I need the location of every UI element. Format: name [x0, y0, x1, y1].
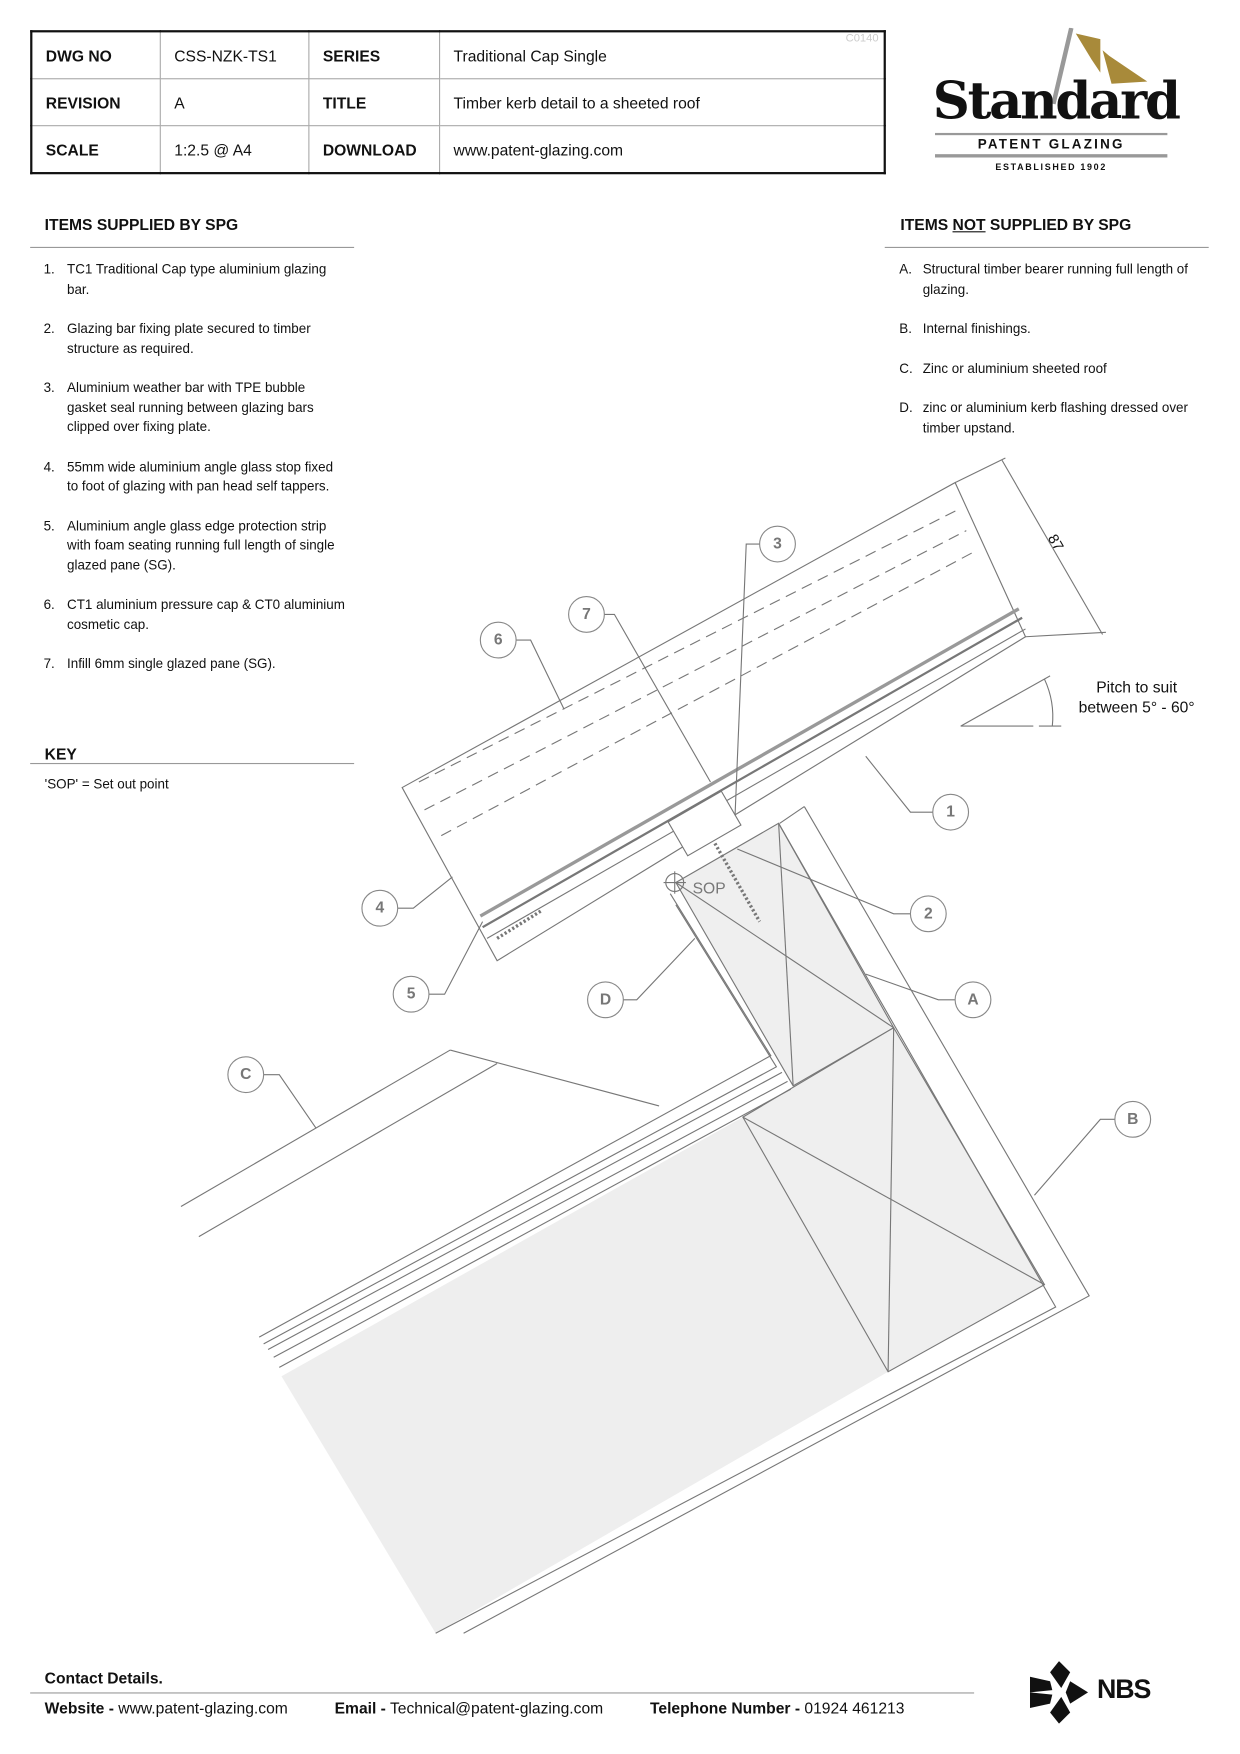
pitch-indicator [960, 675, 1062, 727]
callout-3 [759, 525, 796, 563]
phone-number: 01924 461213 [804, 1699, 905, 1717]
supplied-list: 1.TC1 Traditional Cap type aluminium gla… [44, 260, 346, 694]
nbs-text: NBS [1096, 1674, 1151, 1705]
sheet-code: C0140 [845, 32, 879, 45]
value: Timber kerb detail to a sheeted roof [439, 78, 886, 127]
label: REVISION [30, 78, 161, 127]
supplied-heading: ITEMS SUPPLIED BY SPG [44, 215, 239, 234]
label: SCALE [30, 125, 161, 174]
callout-4 [361, 889, 399, 927]
logo-name: Standard [932, 70, 1181, 131]
callout-label-a: A [967, 989, 979, 1008]
kerb-flashing [258, 893, 792, 1368]
roof-fill [281, 1117, 889, 1634]
callout-7 [568, 595, 605, 633]
nbs-icon [1029, 1661, 1089, 1724]
callout-label-b: B [1127, 1109, 1139, 1128]
callout-label-3: 3 [773, 533, 782, 552]
callout-label-5: 5 [406, 984, 416, 1003]
callout-1 [932, 793, 970, 831]
callout-d [587, 981, 624, 1019]
list-item: B.Internal finishings. [899, 320, 1031, 337]
label: SERIES [308, 30, 441, 80]
list-item: 6.CT1 aluminium pressure cap & CT0 alumi… [43, 596, 345, 632]
contact-heading: Contact Details. [44, 1668, 163, 1687]
callout-label-c: C [240, 1064, 252, 1083]
logo-established: ESTABLISHED 1902 [995, 161, 1107, 173]
list-item: 4.55mm wide aluminium angle glass stop f… [43, 458, 334, 494]
list-item: 1.TC1 Traditional Cap type aluminium gla… [43, 261, 327, 297]
label: TITLE [308, 78, 441, 127]
callout-circles [227, 525, 1152, 1138]
leaders [262, 543, 1115, 1196]
callout-label-7: 7 [582, 604, 591, 623]
key-heading: KEY [44, 745, 77, 763]
internal-finish [435, 806, 1090, 1634]
not-supplied-heading: ITEMS NOT SUPPLIED BY SPG [900, 215, 1132, 234]
callout-c [227, 1056, 265, 1094]
callout-2 [909, 895, 947, 933]
standard-logo: Standard PATENT GLAZING ESTABLISHED 1902 [932, 27, 1181, 175]
list-item: C.Zinc or aluminium sheeted roof [899, 360, 1107, 376]
website-link[interactable]: www.patent-glazing.com [118, 1699, 288, 1717]
list-item: D.zinc or aluminium kerb flashing dresse… [899, 399, 1188, 436]
key-text: 'SOP' = Set out point [44, 776, 169, 793]
dimension-87 [954, 457, 1106, 638]
callout-6 [479, 621, 517, 659]
list-item: A.Structural timber bearer running full … [899, 261, 1189, 297]
callout-label-2: 2 [923, 903, 933, 922]
callout-label-1: 1 [946, 802, 955, 820]
download-link[interactable]: www.patent-glazing.com [439, 125, 886, 174]
callout-label-6: 6 [493, 630, 503, 648]
value: CSS-NZK-TS1 [159, 30, 310, 80]
logo-sub: PATENT GLAZING [977, 136, 1125, 152]
list-item: 2.Glazing bar fixing plate secured to ti… [43, 320, 311, 356]
callout-b [1114, 1100, 1152, 1138]
list-item: 7.Infill 6mm single glazed pane (SG). [43, 655, 276, 672]
list-item: 3.Aluminium weather bar with TPE bubble … [43, 379, 314, 435]
flag-icon [1051, 27, 1148, 105]
callout-5 [392, 975, 430, 1013]
callout-label-d: D [599, 989, 612, 1008]
contact-row: Website - www.patent-glazing.com Email -… [44, 1699, 905, 1717]
value: A [159, 78, 310, 127]
glazing-assembly [401, 481, 1027, 962]
list-item: 5.Aluminium angle glass edge protection … [43, 517, 335, 573]
sop-label: SOP [692, 879, 726, 898]
callout-a [954, 981, 992, 1019]
sop-marker [663, 871, 686, 894]
value: 1:2.5 @ A4 [159, 125, 310, 174]
label: DOWNLOAD [308, 125, 441, 174]
email-link[interactable]: Technical@patent-glazing.com [389, 1699, 604, 1717]
not-supplied-list: A.Structural timber bearer running full … [899, 260, 1201, 458]
callout-label-4: 4 [375, 898, 385, 917]
